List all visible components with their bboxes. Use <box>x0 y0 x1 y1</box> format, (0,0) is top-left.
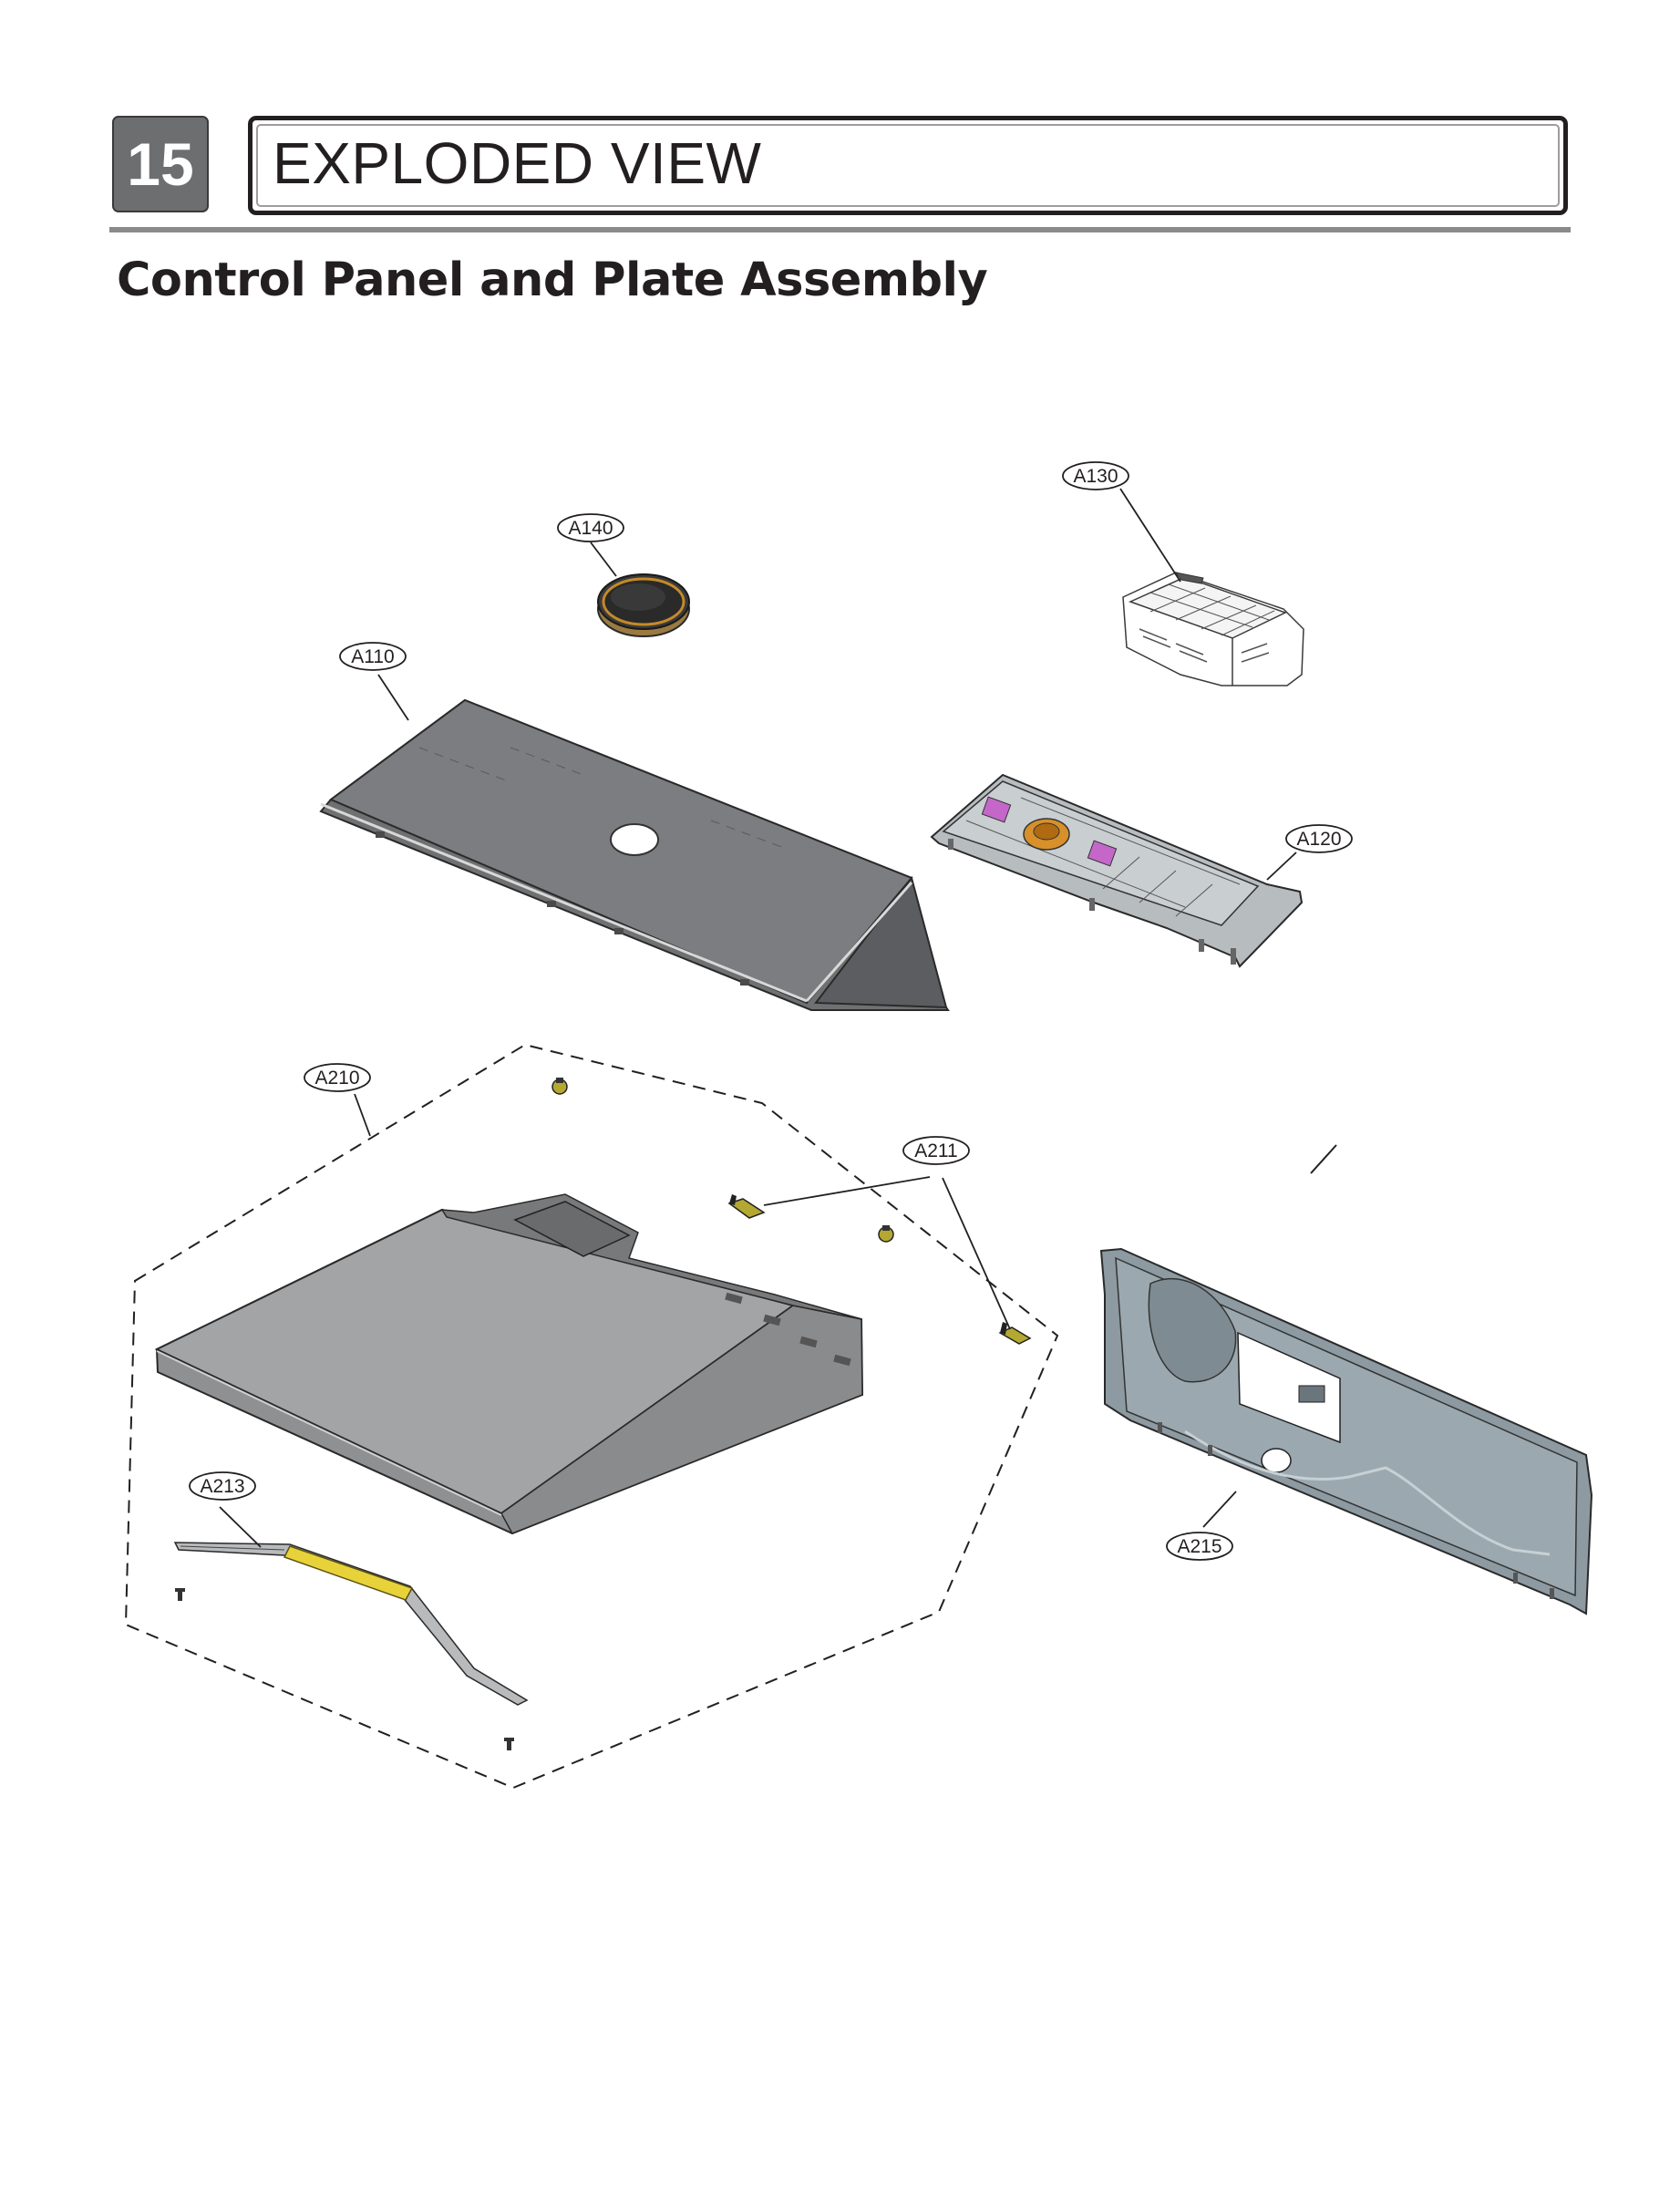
part-a110-control-panel <box>319 698 950 1011</box>
part-a210-top-plate <box>154 1193 864 1535</box>
callout-a211: A211 <box>902 1136 970 1165</box>
part-a130-cover <box>1122 572 1304 686</box>
callout-label-a211: A211 <box>914 1140 958 1161</box>
callout-label-a215: A215 <box>1177 1536 1221 1557</box>
header-rule <box>109 227 1571 232</box>
part-a120-pcb-assembly <box>930 773 1304 968</box>
callout-label-a210: A210 <box>314 1068 359 1089</box>
section-subtitle: Control Panel and Plate Assembly <box>117 253 988 307</box>
leader-lines <box>219 488 1297 1548</box>
callout-a210: A210 <box>304 1063 371 1092</box>
assembly-boundary-a210 <box>124 1043 1059 1790</box>
callout-label-a130: A130 <box>1073 466 1118 487</box>
callout-a120: A120 <box>1285 824 1353 853</box>
callout-label-a120: A120 <box>1296 829 1341 850</box>
callout-a110: A110 <box>339 642 407 671</box>
page-title: EXPLODED VIEW <box>273 130 762 196</box>
callout-label-a213: A213 <box>200 1476 244 1497</box>
callout-a130: A130 <box>1062 461 1129 490</box>
leader-line-segment <box>1310 1144 1337 1174</box>
part-a211-hinges <box>727 1194 1032 1345</box>
part-a213-strip <box>173 1542 529 1750</box>
callout-a215: A215 <box>1166 1532 1233 1561</box>
part-a215-back-panel <box>1099 1247 1593 1615</box>
bumper-parts <box>551 1078 894 1243</box>
callout-label-a140: A140 <box>568 518 613 539</box>
title-inner-frame <box>256 124 1560 207</box>
section-number-badge: 15 <box>112 116 209 212</box>
callout-a213: A213 <box>189 1471 256 1501</box>
part-a140-knob <box>597 573 690 637</box>
title-box: EXPLODED VIEW <box>248 116 1568 215</box>
callout-label-a110: A110 <box>351 646 395 667</box>
callout-a140: A140 <box>557 513 624 542</box>
